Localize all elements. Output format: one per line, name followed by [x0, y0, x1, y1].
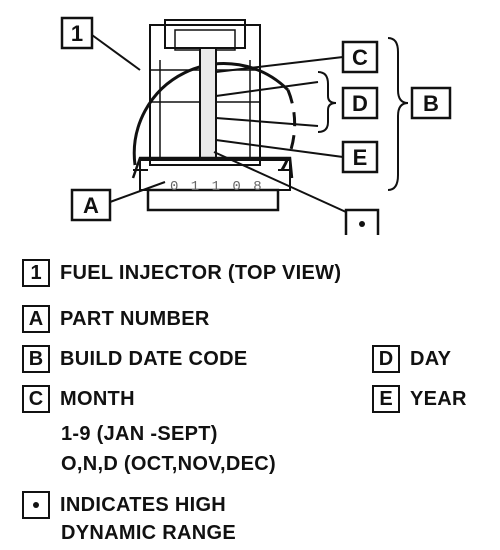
leader-c: [215, 56, 344, 73]
legend-text-fuel-injector: FUEL INJECTOR (TOP VIEW): [60, 261, 342, 284]
legend-key-dot: [22, 491, 50, 519]
leader-a: [109, 181, 166, 203]
brace-b: [387, 37, 409, 191]
leader-d1: [215, 81, 319, 97]
legend-text-high-dynamic: INDICATES HIGH: [60, 493, 227, 516]
legend-key-b: B: [22, 345, 50, 373]
legend-row-a: A PART NUMBER: [22, 305, 210, 333]
legend-row-d: D DAY: [372, 345, 451, 373]
legend-key-e: E: [372, 385, 400, 413]
brace-d: [317, 71, 337, 133]
svg-text:A: A: [83, 193, 99, 218]
callout-a: A: [70, 188, 112, 222]
legend-text-month: MONTH: [60, 387, 135, 410]
svg-text:1: 1: [71, 21, 83, 46]
legend-key-1: 1: [22, 259, 50, 287]
legend-row-e: E YEAR: [372, 385, 467, 413]
legend-text-dynamic-range: DYNAMIC RANGE: [61, 522, 237, 544]
legend-key-a: A: [22, 305, 50, 333]
dot-icon: [33, 502, 39, 508]
leader-1: [91, 34, 141, 71]
legend-text-part-number: PART NUMBER: [60, 307, 210, 330]
legend-row-b: B BUILD DATE CODE: [22, 345, 247, 373]
month-range-line-1: 1-9 (JAN -SEPT): [61, 423, 218, 445]
svg-text:B: B: [423, 91, 439, 116]
leader-e: [215, 139, 344, 158]
leader-dot: [213, 151, 347, 213]
legend-row-dot: INDICATES HIGH: [22, 491, 226, 519]
injector-diagram: 0 1 1 0 8 1 A C D E B: [60, 16, 452, 235]
svg-text:D: D: [352, 91, 368, 116]
legend-key-c: C: [22, 385, 50, 413]
date-code-strip: [199, 47, 217, 161]
month-range-line-2: O,N,D (OCT,NOV,DEC): [61, 453, 276, 475]
legend-row-1: 1 FUEL INJECTOR (TOP VIEW): [22, 259, 341, 287]
callout-e: E: [341, 140, 379, 174]
legend-text-day: DAY: [410, 347, 452, 370]
svg-text:C: C: [352, 45, 368, 70]
legend-text-year: YEAR: [410, 387, 467, 410]
part-number-plate: [146, 188, 280, 212]
legend-row-c: C MONTH: [22, 385, 135, 413]
callout-1: 1: [60, 16, 94, 50]
callout-c: C: [341, 40, 379, 74]
part-number-stamp: 0 1 1 0 8: [170, 179, 264, 195]
injector-top-view: [131, 19, 297, 212]
leader-d2: [215, 117, 319, 127]
legend-key-d: D: [372, 345, 400, 373]
callout-d: D: [341, 86, 379, 120]
svg-text:E: E: [353, 145, 368, 170]
legend-text-build-date-code: BUILD DATE CODE: [60, 347, 248, 370]
callout-dot: [344, 208, 380, 235]
callout-b: B: [410, 86, 452, 120]
